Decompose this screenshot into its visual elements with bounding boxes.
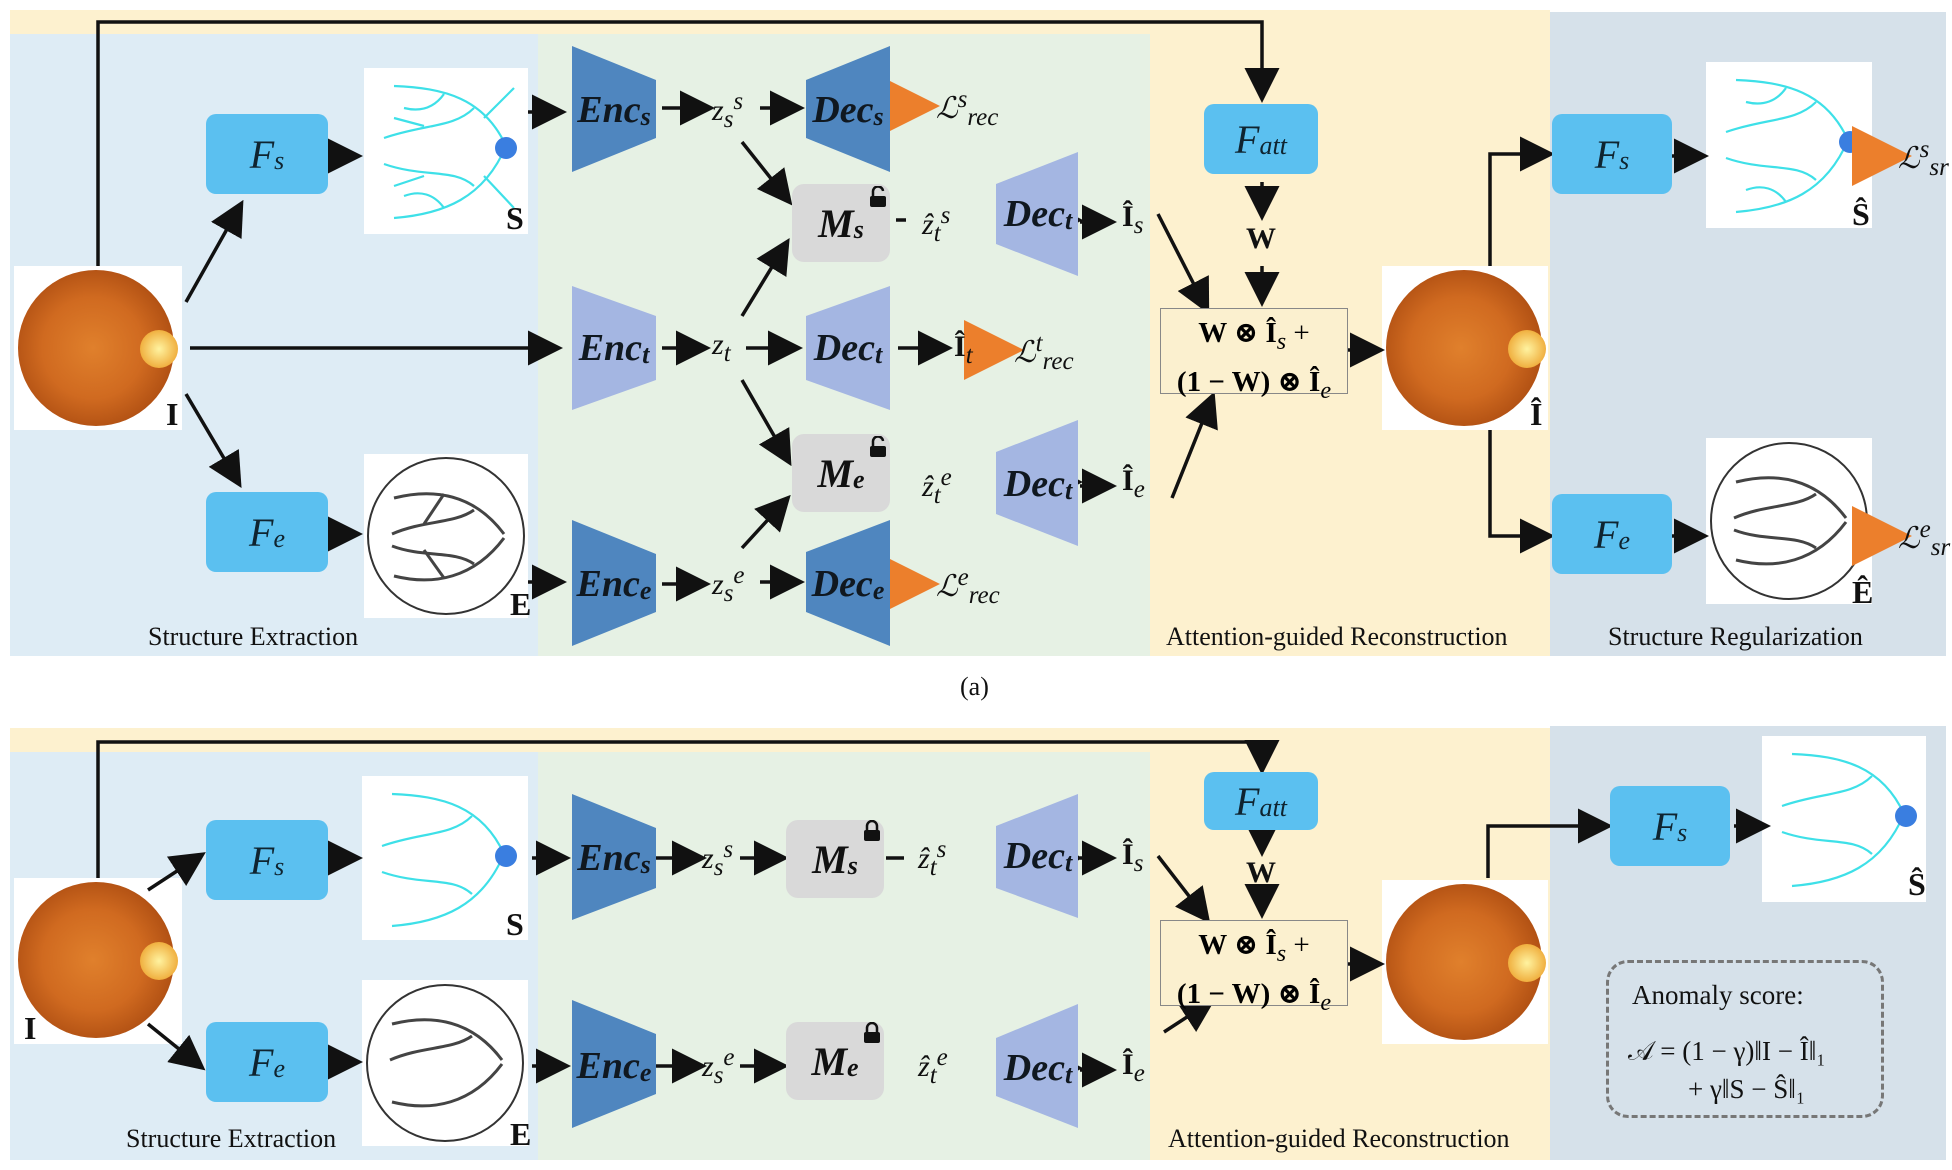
b-fusion-formula: W ⊗ Îs + (1 − W) ⊗ Îe	[1160, 920, 1348, 1016]
anomaly-score-box	[1606, 960, 1884, 1118]
a-zhat-t-s: ẑts	[922, 202, 951, 247]
lock-icon	[864, 820, 880, 841]
panel-a-caption: (a)	[960, 672, 989, 701]
encoder-t-shape	[572, 286, 656, 410]
a-w-symbol: W	[1246, 222, 1276, 255]
anomaly-score-line1: 𝒜 = (1 − γ)‖I − Î‖₁	[1628, 1036, 1826, 1066]
b-reconstructed-fundus-image	[1382, 880, 1548, 1044]
a-fusion-formula: W ⊗ Îs + (1 − W) ⊗ Îe	[1160, 308, 1348, 404]
lock-icon	[864, 1022, 880, 1043]
a-regularized-edge-image	[1706, 438, 1872, 604]
a-input-fundus-image	[14, 266, 182, 430]
b-top-yellow-strip	[10, 728, 1550, 752]
a-reconstructed-fundus-image	[1382, 266, 1548, 430]
a-structure-label: S	[506, 200, 524, 236]
a-attention-reconstruction-label: Attention-guided Reconstruction	[1166, 622, 1508, 651]
anomaly-score-line2: + γ‖S − Ŝ‖₁	[1688, 1074, 1806, 1104]
a-loss-sr-e: ℒesr	[1898, 516, 1951, 561]
b-i-hat-s: Îs	[1122, 838, 1144, 877]
a-i-hat-t: Ît	[954, 330, 973, 369]
b-input-fundus-image	[14, 878, 182, 1044]
b-zhat-t-s: ẑts	[918, 836, 947, 881]
b-w-symbol: W	[1246, 856, 1276, 889]
a-i-hat-s: Îs	[1122, 200, 1144, 239]
a-structure-extraction-label: Structure Extraction	[148, 622, 359, 651]
anomaly-score-title: Anomaly score:	[1632, 980, 1804, 1010]
b-i-hat-e: Îe	[1122, 1048, 1145, 1087]
b-edge-map-image	[362, 980, 528, 1146]
a-i-hat-e: Îe	[1122, 464, 1145, 503]
a-loss-rec-t: ℒtrec	[1014, 330, 1074, 375]
b-edge-label: E	[510, 1116, 532, 1152]
unlock-icon	[870, 186, 886, 207]
decoder-dark-shapes	[806, 46, 890, 646]
b-input-label: I	[24, 1010, 37, 1046]
a-loss-sr-s: ℒssr	[1898, 136, 1949, 181]
a-loss-rec-s: ℒsrec	[936, 86, 999, 131]
decoder-light-shapes	[806, 152, 1078, 1128]
a-zhat-t-e: ẑte	[922, 464, 952, 509]
a-input-label: I	[166, 396, 179, 432]
a-structure-hat-label: Ŝ	[1852, 196, 1870, 232]
b-z-s-s: zss	[702, 836, 734, 881]
b-structure-map-image	[362, 776, 528, 940]
unlock-icon	[870, 436, 886, 457]
a-z-s-s: zss	[712, 88, 744, 133]
a-z-t: zt	[712, 328, 731, 367]
b-structure-extraction-label: Structure Extraction	[126, 1124, 337, 1153]
b-structure-label: S	[506, 906, 524, 942]
encoder-shapes	[572, 46, 656, 1128]
b-attention-reconstruction-label: Attention-guided Reconstruction	[1168, 1124, 1510, 1153]
b-zhat-t-e: ẑte	[918, 1044, 948, 1089]
a-structure-map-image	[364, 68, 528, 234]
a-loss-rec-e: ℒerec	[936, 564, 1000, 609]
b-z-s-e: zse	[702, 1044, 735, 1089]
a-edge-map-image	[364, 454, 528, 618]
a-recon-label: Î	[1530, 396, 1543, 432]
a-edge-label: E	[510, 586, 532, 622]
a-regularized-structure-image	[1706, 62, 1872, 228]
a-edge-hat-label: Ê	[1852, 574, 1874, 610]
b-regularized-structure-image	[1762, 736, 1926, 902]
b-structure-hat-label: Ŝ	[1908, 866, 1926, 902]
a-structure-regularization-label: Structure Regularization	[1608, 622, 1863, 651]
a-z-s-e: zse	[712, 562, 745, 607]
